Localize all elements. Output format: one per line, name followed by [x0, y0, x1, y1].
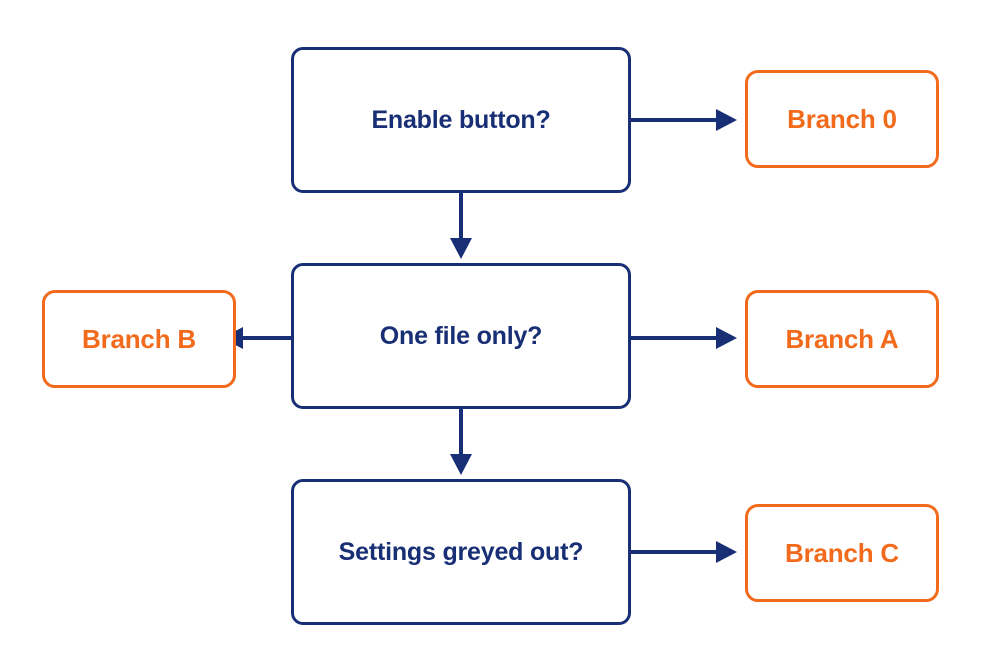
arrowhead-q3-to-branch-c — [716, 541, 737, 563]
branch-label: Branch B — [82, 323, 196, 354]
decision-label: Enable button? — [371, 105, 551, 134]
arrowhead-q1-to-branch-0 — [716, 109, 737, 131]
decision-node-settings-greyed-out: Settings greyed out? — [291, 479, 631, 625]
branch-node-b: Branch B — [42, 290, 236, 388]
branch-label: Branch A — [785, 323, 899, 354]
branch-node-c: Branch C — [745, 504, 939, 602]
decision-label: One file only? — [379, 321, 543, 350]
branch-node-0: Branch 0 — [745, 70, 939, 168]
arrowhead-q2-to-branch-a — [716, 327, 737, 349]
decision-node-one-file-only: One file only? — [291, 263, 631, 409]
branch-label: Branch C — [785, 537, 899, 568]
decision-node-enable-button: Enable button? — [291, 47, 631, 193]
arrowhead-q2-to-q3 — [450, 454, 472, 475]
arrowhead-q1-to-q2 — [450, 238, 472, 259]
branch-label: Branch 0 — [787, 103, 897, 134]
decision-label: Settings greyed out? — [338, 537, 584, 566]
branch-node-a: Branch A — [745, 290, 939, 388]
